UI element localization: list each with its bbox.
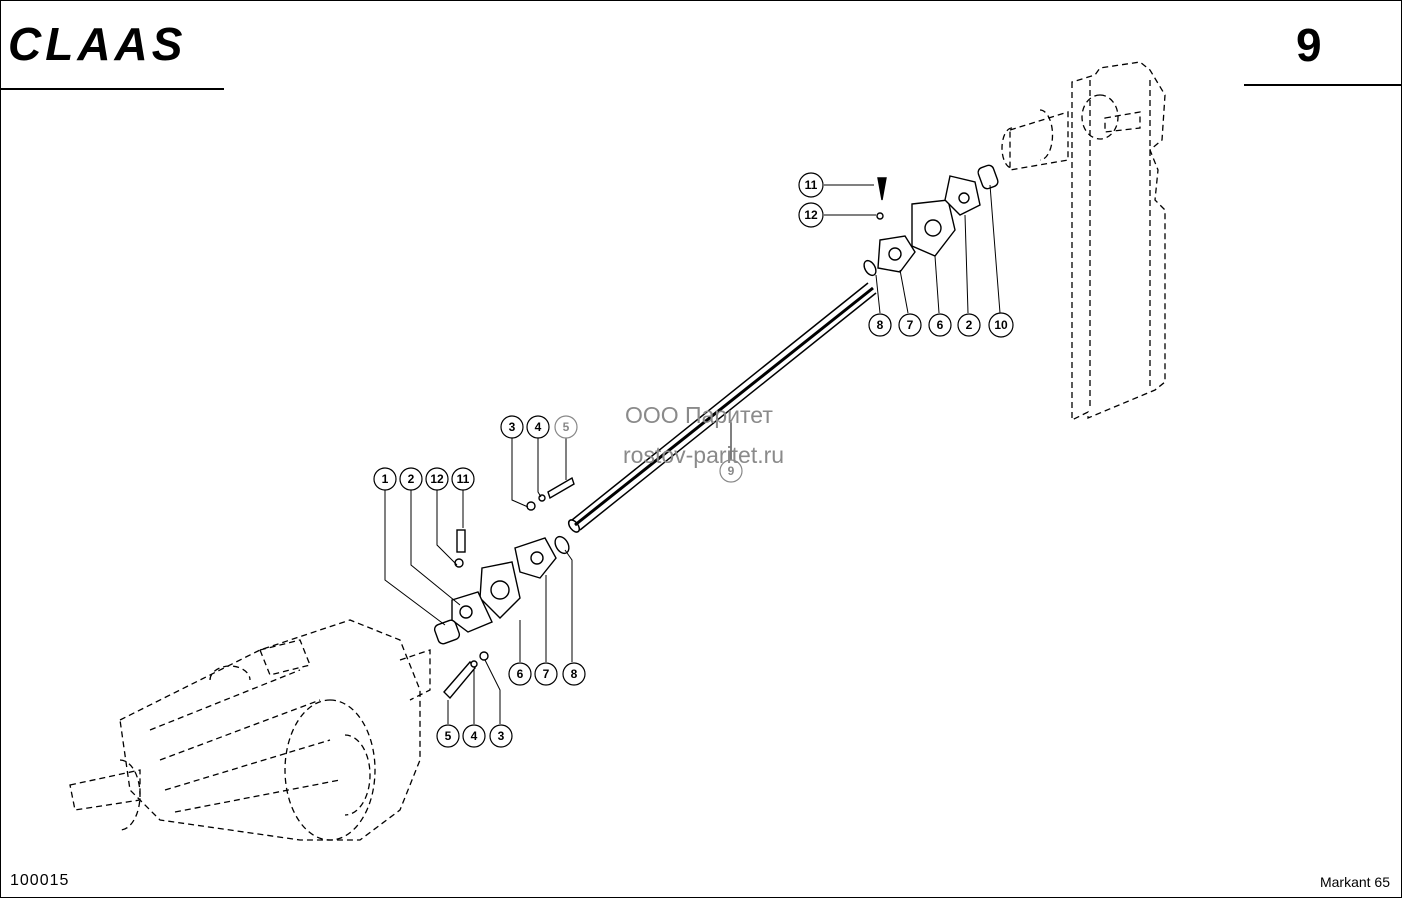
upper-coupling-parts xyxy=(863,164,999,277)
callout-8-upper: 8 xyxy=(868,313,892,337)
claas-logo: CLAAS xyxy=(8,18,186,68)
svg-text:12: 12 xyxy=(804,208,818,222)
svg-text:11: 11 xyxy=(457,472,470,486)
callout-7-upper: 7 xyxy=(898,313,922,337)
right-frame-outline xyxy=(1001,61,1166,422)
callout-8-lower: 8 xyxy=(562,662,586,686)
bolt-mid xyxy=(547,476,575,500)
callout-5-bottom: 5 xyxy=(436,724,460,748)
callout-5-top: 5 xyxy=(554,415,578,439)
callout-11: 11 xyxy=(451,467,475,491)
svg-text:6: 6 xyxy=(937,318,944,332)
bushing-lower xyxy=(433,619,461,645)
svg-text:3: 3 xyxy=(498,729,505,743)
page-number: 9 xyxy=(1296,19,1322,71)
callout-6-upper: 6 xyxy=(928,313,952,337)
watermark-company: ООО Паритет xyxy=(625,402,773,428)
svg-text:8: 8 xyxy=(877,318,884,332)
svg-text:7: 7 xyxy=(543,667,550,681)
bushing-upper xyxy=(977,164,999,190)
drive-shaft xyxy=(567,282,877,533)
svg-text:4: 4 xyxy=(471,729,478,743)
washer-lower-top xyxy=(454,558,464,568)
svg-text:8: 8 xyxy=(571,667,578,681)
callout-12: 12 xyxy=(425,467,449,491)
callout-2: 2 xyxy=(399,467,423,491)
svg-text:2: 2 xyxy=(408,472,415,486)
circlip-upper xyxy=(863,259,877,277)
callout-4-top: 4 xyxy=(526,415,550,439)
svg-text:5: 5 xyxy=(445,729,452,743)
bolt-upper xyxy=(877,177,887,201)
svg-text:3: 3 xyxy=(509,420,516,434)
lower-coupling-parts xyxy=(433,476,575,700)
model-label: Markant 65 xyxy=(1319,874,1390,890)
bolt-lower-bottom xyxy=(443,660,476,700)
callout-7-lower: 7 xyxy=(534,662,558,686)
circlip-lower xyxy=(554,535,570,555)
svg-text:10: 10 xyxy=(994,318,1008,332)
svg-text:6: 6 xyxy=(517,667,524,681)
callout-10: 10 xyxy=(988,312,1014,338)
leader-lines xyxy=(384,184,1001,724)
svg-text:9: 9 xyxy=(728,464,735,478)
svg-text:5: 5 xyxy=(563,420,570,434)
header-left-rule xyxy=(0,88,224,90)
header-right-rule xyxy=(1244,84,1402,86)
svg-text:11: 11 xyxy=(805,178,818,192)
callout-6-lower: 6 xyxy=(508,662,532,686)
brand-logo-text: CLAAS xyxy=(8,18,186,68)
bolt-lower-top xyxy=(456,529,466,553)
callout-12-upper: 12 xyxy=(798,202,824,228)
callout-2-upper: 2 xyxy=(957,313,981,337)
callout-3-top: 3 xyxy=(500,415,524,439)
left-gearbox-outline xyxy=(69,619,431,841)
svg-text:1: 1 xyxy=(382,472,389,486)
callout-1: 1 xyxy=(373,467,397,491)
callout-3-bottom: 3 xyxy=(489,724,513,748)
diagram-code: 100015 xyxy=(10,872,70,889)
callout-9: 9 xyxy=(719,459,743,483)
svg-text:4: 4 xyxy=(535,420,542,434)
svg-text:12: 12 xyxy=(430,472,444,486)
svg-text:7: 7 xyxy=(907,318,914,332)
watermark-url: rostov-paritet.ru xyxy=(623,442,785,468)
callout-11-upper: 11 xyxy=(798,172,824,198)
washer-upper xyxy=(876,212,884,220)
callout-4-bottom: 4 xyxy=(462,724,486,748)
svg-text:2: 2 xyxy=(966,318,973,332)
